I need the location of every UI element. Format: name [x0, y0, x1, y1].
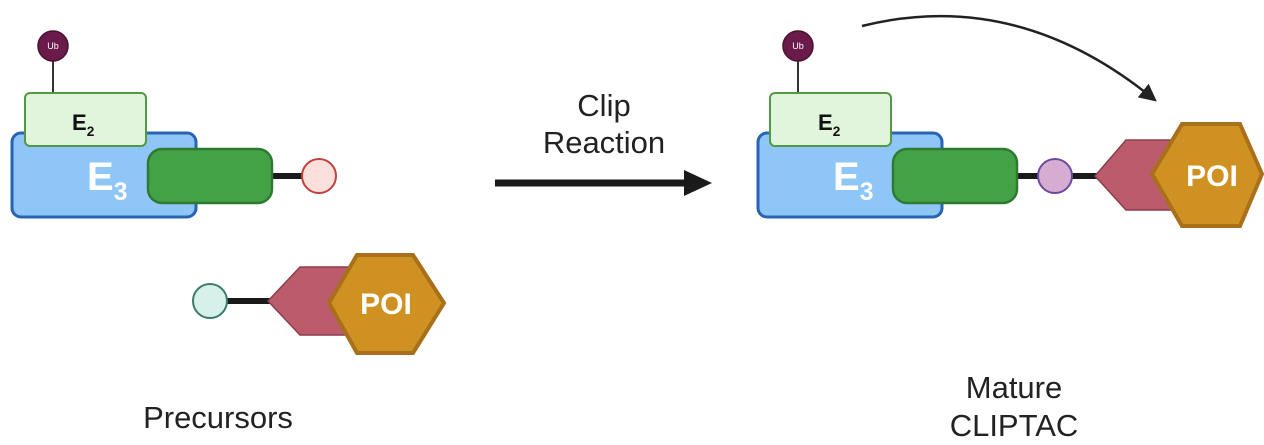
e3-ligand-shape: [146, 147, 274, 205]
ubiquitin-icon: [37, 30, 69, 62]
mature-caption-line1: Mature: [966, 370, 1062, 405]
precursors-caption: Precursors: [143, 400, 293, 435]
clip-reaction-arrow: Clip Reaction: [495, 88, 712, 196]
e3-label: E3: [833, 155, 873, 206]
clicked-handle: [1037, 158, 1073, 194]
precursor-poi-binder: POI: [192, 253, 447, 355]
e3-label: E3: [87, 155, 127, 206]
click-handle-teal: [192, 283, 228, 319]
mature-cliptac-complex: Ub E3 E2 POI: [756, 14, 1264, 228]
e2-label: E2: [818, 110, 841, 139]
ubiquitin-transfer-arrow: [861, 14, 1157, 102]
e3-ligand-shape: [891, 147, 1019, 205]
reaction-label-line1: Clip: [577, 88, 630, 123]
mature-caption-line2: CLIPTAC: [950, 408, 1079, 443]
precursor-e3-complex: Ub E3 E2: [10, 30, 337, 219]
ub-label: Ub: [792, 41, 804, 51]
poi-label: POI: [1186, 160, 1238, 193]
ubiquitin-icon: [782, 30, 814, 62]
e2-label: E2: [72, 110, 95, 139]
poi-hexagon: [1149, 122, 1264, 228]
poi-label: POI: [360, 288, 412, 321]
arrow-head-icon: [684, 170, 712, 196]
e2-enzyme-shape: [769, 92, 892, 147]
reaction-label-line2: Reaction: [543, 125, 665, 160]
e2-enzyme-shape: [24, 92, 147, 147]
poi-hexagon: [326, 253, 447, 355]
ub-label: Ub: [47, 41, 59, 51]
click-handle-red: [301, 158, 337, 194]
